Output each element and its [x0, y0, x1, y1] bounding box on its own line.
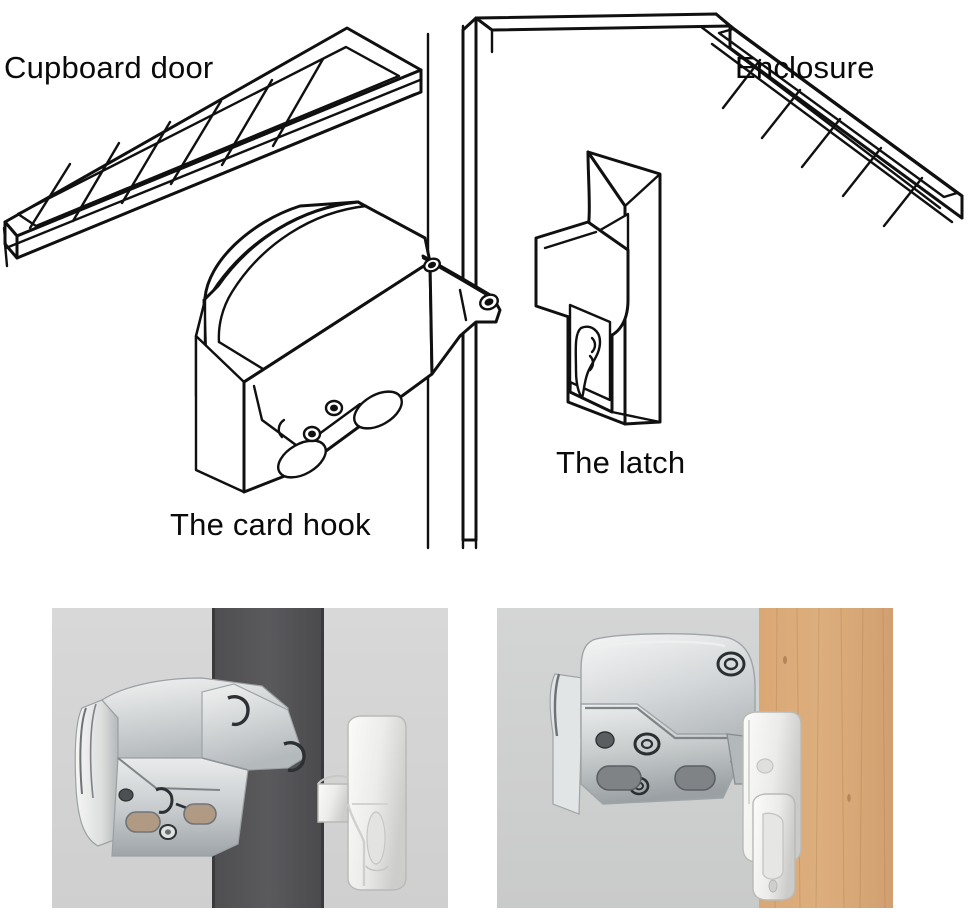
- photo-wood-door-render: [497, 608, 893, 908]
- exploded-line-diagram: .ln{fill:none;stroke:#101010;stroke-widt…: [2, 12, 964, 550]
- photo-dark-door-render: [52, 608, 448, 908]
- latch-photo-2: [742, 711, 802, 901]
- card-hook-photo: [74, 677, 306, 857]
- card-hook-photo-2: [549, 633, 760, 815]
- photo-dark-door: [52, 608, 448, 908]
- card-hook-drawing: [194, 200, 502, 494]
- label-cupboard-door: Cupboard door: [4, 50, 214, 85]
- cupboard-door-panel: [2, 26, 423, 268]
- latch-drawing: [534, 150, 662, 426]
- latch-photo: [317, 715, 407, 891]
- enclosure-panel: [461, 12, 964, 542]
- label-latch: The latch: [556, 445, 686, 480]
- label-enclosure: Enclosure: [735, 50, 875, 85]
- photo-wood-door: [497, 608, 893, 908]
- label-card-hook: The card hook: [170, 507, 371, 542]
